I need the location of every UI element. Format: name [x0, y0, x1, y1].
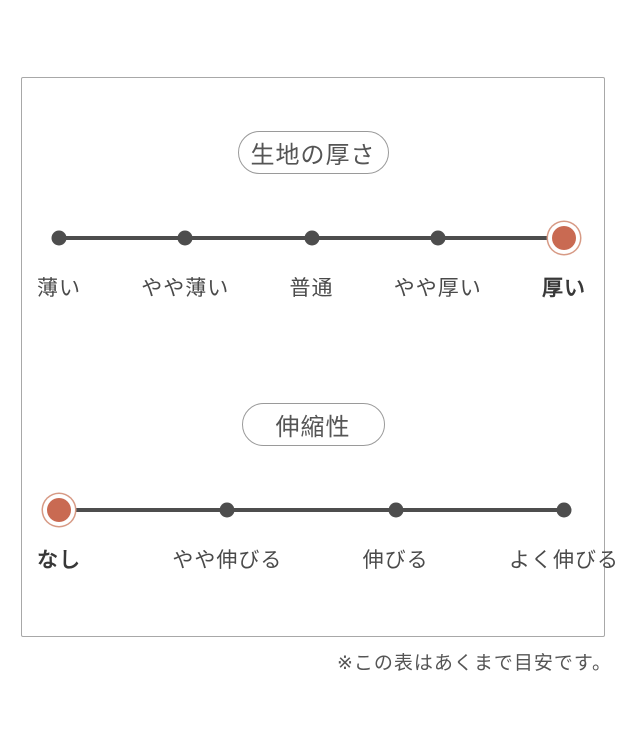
scale-label: なし — [37, 549, 81, 572]
scale-labels: 薄い やや薄い 普通 やや厚い 厚い — [37, 272, 585, 300]
rating-panel: 生地の厚さ 薄い やや薄い 普通 やや厚い 厚い 伸縮性 なし やや伸びる 伸びる よく伸びる — [21, 77, 618, 637]
scale-track — [51, 226, 576, 250]
scale-section: 伸縮性 なし やや伸びる 伸びる よく伸びる — [22, 403, 618, 572]
scale-section: 生地の厚さ 薄い やや薄い 普通 やや厚い 厚い — [22, 131, 604, 300]
scale-title: 伸縮性 — [275, 414, 351, 441]
scale-labels: なし やや伸びる 伸びる よく伸びる — [37, 544, 618, 572]
scale-label: 伸びる — [362, 549, 429, 572]
rating-dot — [219, 502, 235, 518]
rating-dot — [430, 230, 446, 246]
scale-label: やや伸びる — [172, 549, 283, 572]
scale-line — [59, 508, 564, 512]
scale-title-row: 生地の厚さ — [22, 131, 604, 174]
scale-label: やや厚い — [393, 277, 482, 300]
rating-dot — [388, 502, 404, 518]
scale-label: 普通 — [289, 277, 334, 300]
scale-track — [47, 498, 572, 522]
scale-label: やや薄い — [141, 277, 230, 300]
scale-title-pill: 生地の厚さ — [237, 131, 389, 174]
rating-dot — [177, 230, 193, 246]
scale-title-pill: 伸縮性 — [241, 403, 385, 446]
rating-dot — [556, 502, 572, 518]
scale-label: 厚い — [542, 277, 586, 300]
scale-label: 薄い — [37, 277, 81, 300]
scale-label: よく伸びる — [509, 549, 619, 572]
scale-title: 生地の厚さ — [250, 142, 376, 169]
rating-dot — [51, 230, 67, 246]
rating-dot — [304, 230, 319, 246]
disclaimer-note: ※この表はあくまで目安です。 — [336, 653, 612, 674]
selected-rating-dot — [47, 498, 71, 522]
selected-rating-dot — [552, 226, 576, 250]
scale-title-row: 伸縮性 — [22, 403, 604, 446]
